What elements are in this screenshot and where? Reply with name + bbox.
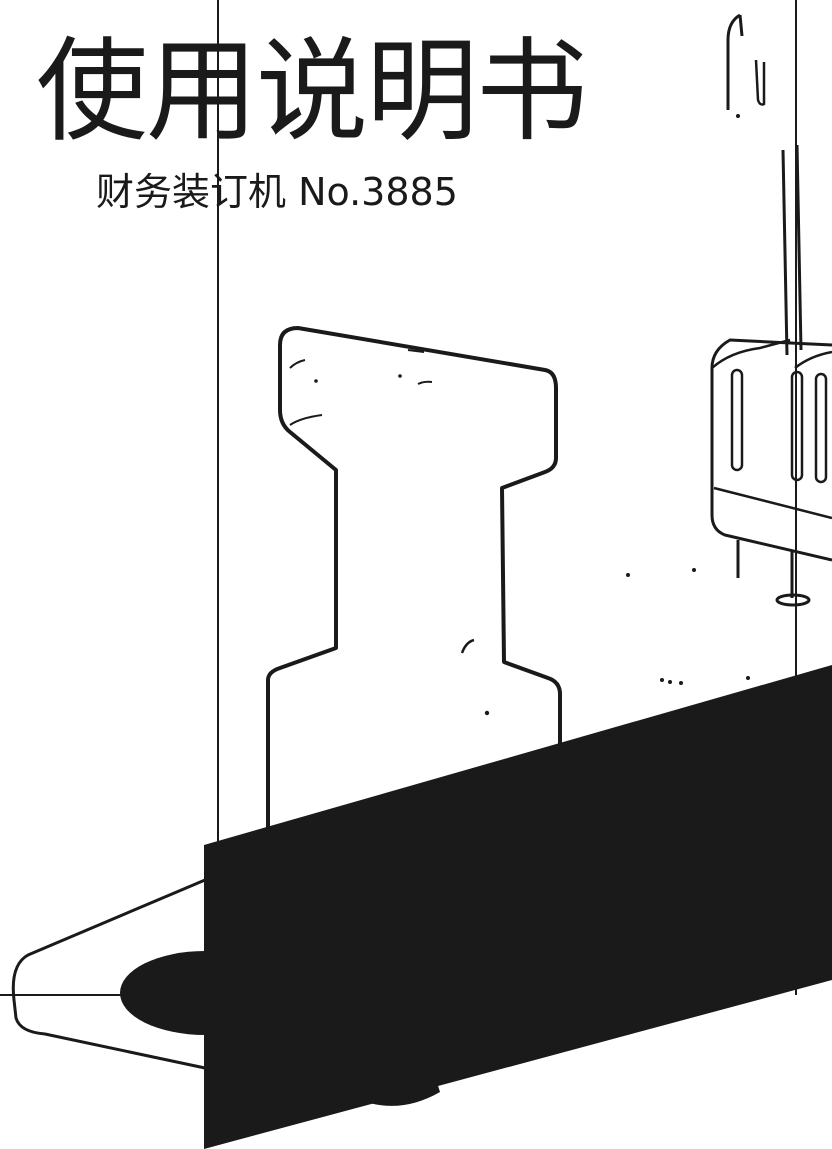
rod-1 (781, 149, 789, 356)
speck-1 (626, 573, 630, 577)
clamp-dot-3 (484, 710, 490, 716)
rod-hook (726, 13, 744, 110)
base-plate-outline (11, 878, 206, 1070)
drill-head-top (711, 338, 791, 369)
clamp-dot-2 (398, 374, 402, 378)
drill-slot-3 (814, 372, 828, 484)
speck-6 (746, 676, 750, 680)
speck-3 (660, 678, 664, 682)
clamp-mark-5 (460, 638, 475, 654)
document-title: 使用说明书 (36, 27, 588, 157)
drill-bit-tip (775, 593, 811, 607)
speck-5 (679, 681, 683, 685)
clamp-mark-2 (289, 359, 306, 369)
rod-loop (754, 59, 766, 106)
clamp-mark-3 (417, 380, 433, 385)
speck-4 (668, 680, 672, 684)
drill-head-top-right (794, 350, 832, 369)
drill-head-outline (710, 338, 832, 562)
drill-slot-1 (730, 368, 744, 472)
rod-2 (795, 144, 803, 351)
product-subtitle: 财务装订机 No.3885 (96, 170, 458, 214)
clamp-mark-4 (407, 349, 425, 353)
drill-head-seam (713, 486, 832, 520)
rod-dot (736, 114, 740, 118)
speck-2 (692, 568, 696, 572)
clamp-mark-1 (289, 414, 323, 426)
paper-clamp-outline (266, 326, 562, 830)
drill-slot-2 (790, 370, 804, 482)
black-diagonal-band (204, 665, 832, 1149)
clamp-dot-1 (314, 379, 318, 383)
